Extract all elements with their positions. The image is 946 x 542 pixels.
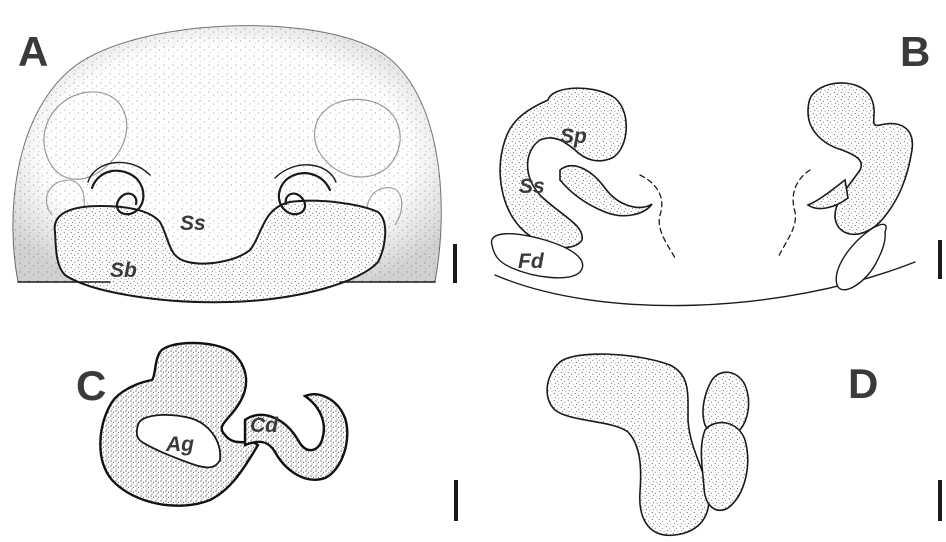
lower-lobe-d xyxy=(701,423,747,511)
label-sp-b: Sp xyxy=(560,125,587,148)
label-fd-b: Fd xyxy=(518,250,545,273)
panel-c: C Ag Cd xyxy=(76,343,456,521)
panel-c-letter: C xyxy=(76,362,106,409)
spermatheca-d xyxy=(547,354,709,535)
copulatory-duct-c xyxy=(245,394,347,480)
right-spermatheca-b xyxy=(808,83,912,234)
right-dashed-duct-b xyxy=(778,170,810,258)
panel-a: A Ss Sb xyxy=(13,26,455,303)
label-cd-c: Cd xyxy=(250,414,279,437)
panel-d-letter: D xyxy=(848,360,878,407)
panel-a-letter: A xyxy=(18,28,48,75)
panel-d: D xyxy=(547,354,940,535)
panel-b: B Sp Ss Fd xyxy=(492,28,940,306)
left-duct-b xyxy=(560,166,652,216)
label-ag-c: Ag xyxy=(165,433,194,456)
label-ss-a: Ss xyxy=(180,212,206,235)
panel-b-letter: B xyxy=(900,28,930,75)
label-ss-b: Ss xyxy=(519,175,545,198)
label-sb-a: Sb xyxy=(110,259,137,282)
left-dashed-duct-b xyxy=(640,175,675,258)
